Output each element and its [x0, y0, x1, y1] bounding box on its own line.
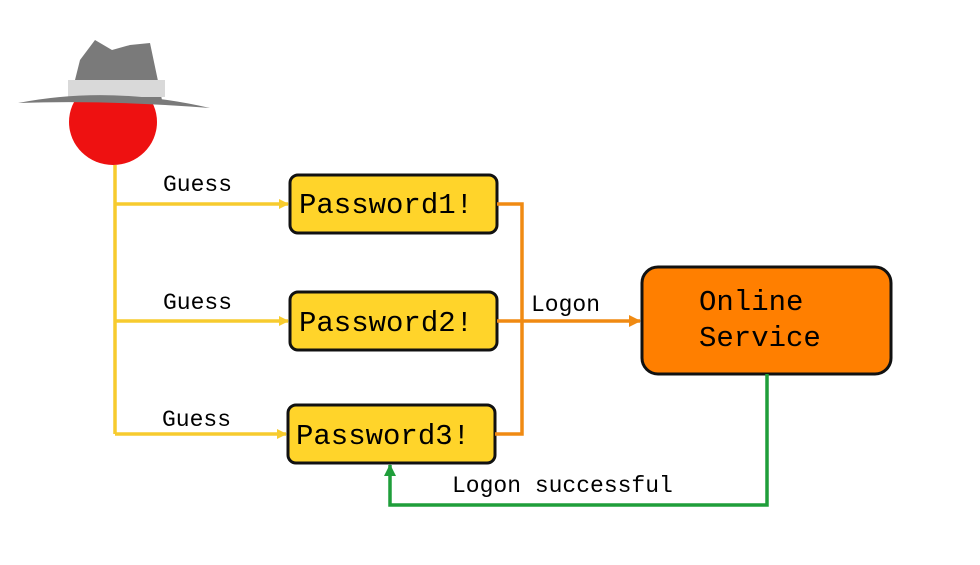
success-label: Logon successful — [452, 473, 673, 499]
service-label-line1: Online — [699, 286, 803, 319]
password-box-3: Password3! — [286, 403, 497, 465]
hat-band — [68, 80, 165, 97]
guess-connectors — [113, 165, 289, 439]
logon-connectors — [495, 202, 641, 436]
guess-label-1: Guess — [163, 172, 232, 198]
online-service-box: Online Service — [640, 265, 893, 376]
guess-label-3: Guess — [162, 407, 231, 433]
success-arrow — [384, 374, 769, 507]
hacker-hat-icon — [18, 40, 210, 165]
password-box-1: Password1! — [288, 173, 499, 235]
logon-bracket — [495, 202, 524, 436]
logon-label: Logon — [531, 292, 600, 318]
password-label-1: Password1! — [299, 189, 473, 222]
password-box-2: Password2! — [288, 290, 499, 352]
guess-label-2: Guess — [163, 290, 232, 316]
hat-brim — [18, 95, 210, 108]
service-label-line2: Service — [699, 322, 821, 355]
password-label-2: Password2! — [299, 307, 473, 340]
password-label-3: Password3! — [296, 420, 470, 453]
